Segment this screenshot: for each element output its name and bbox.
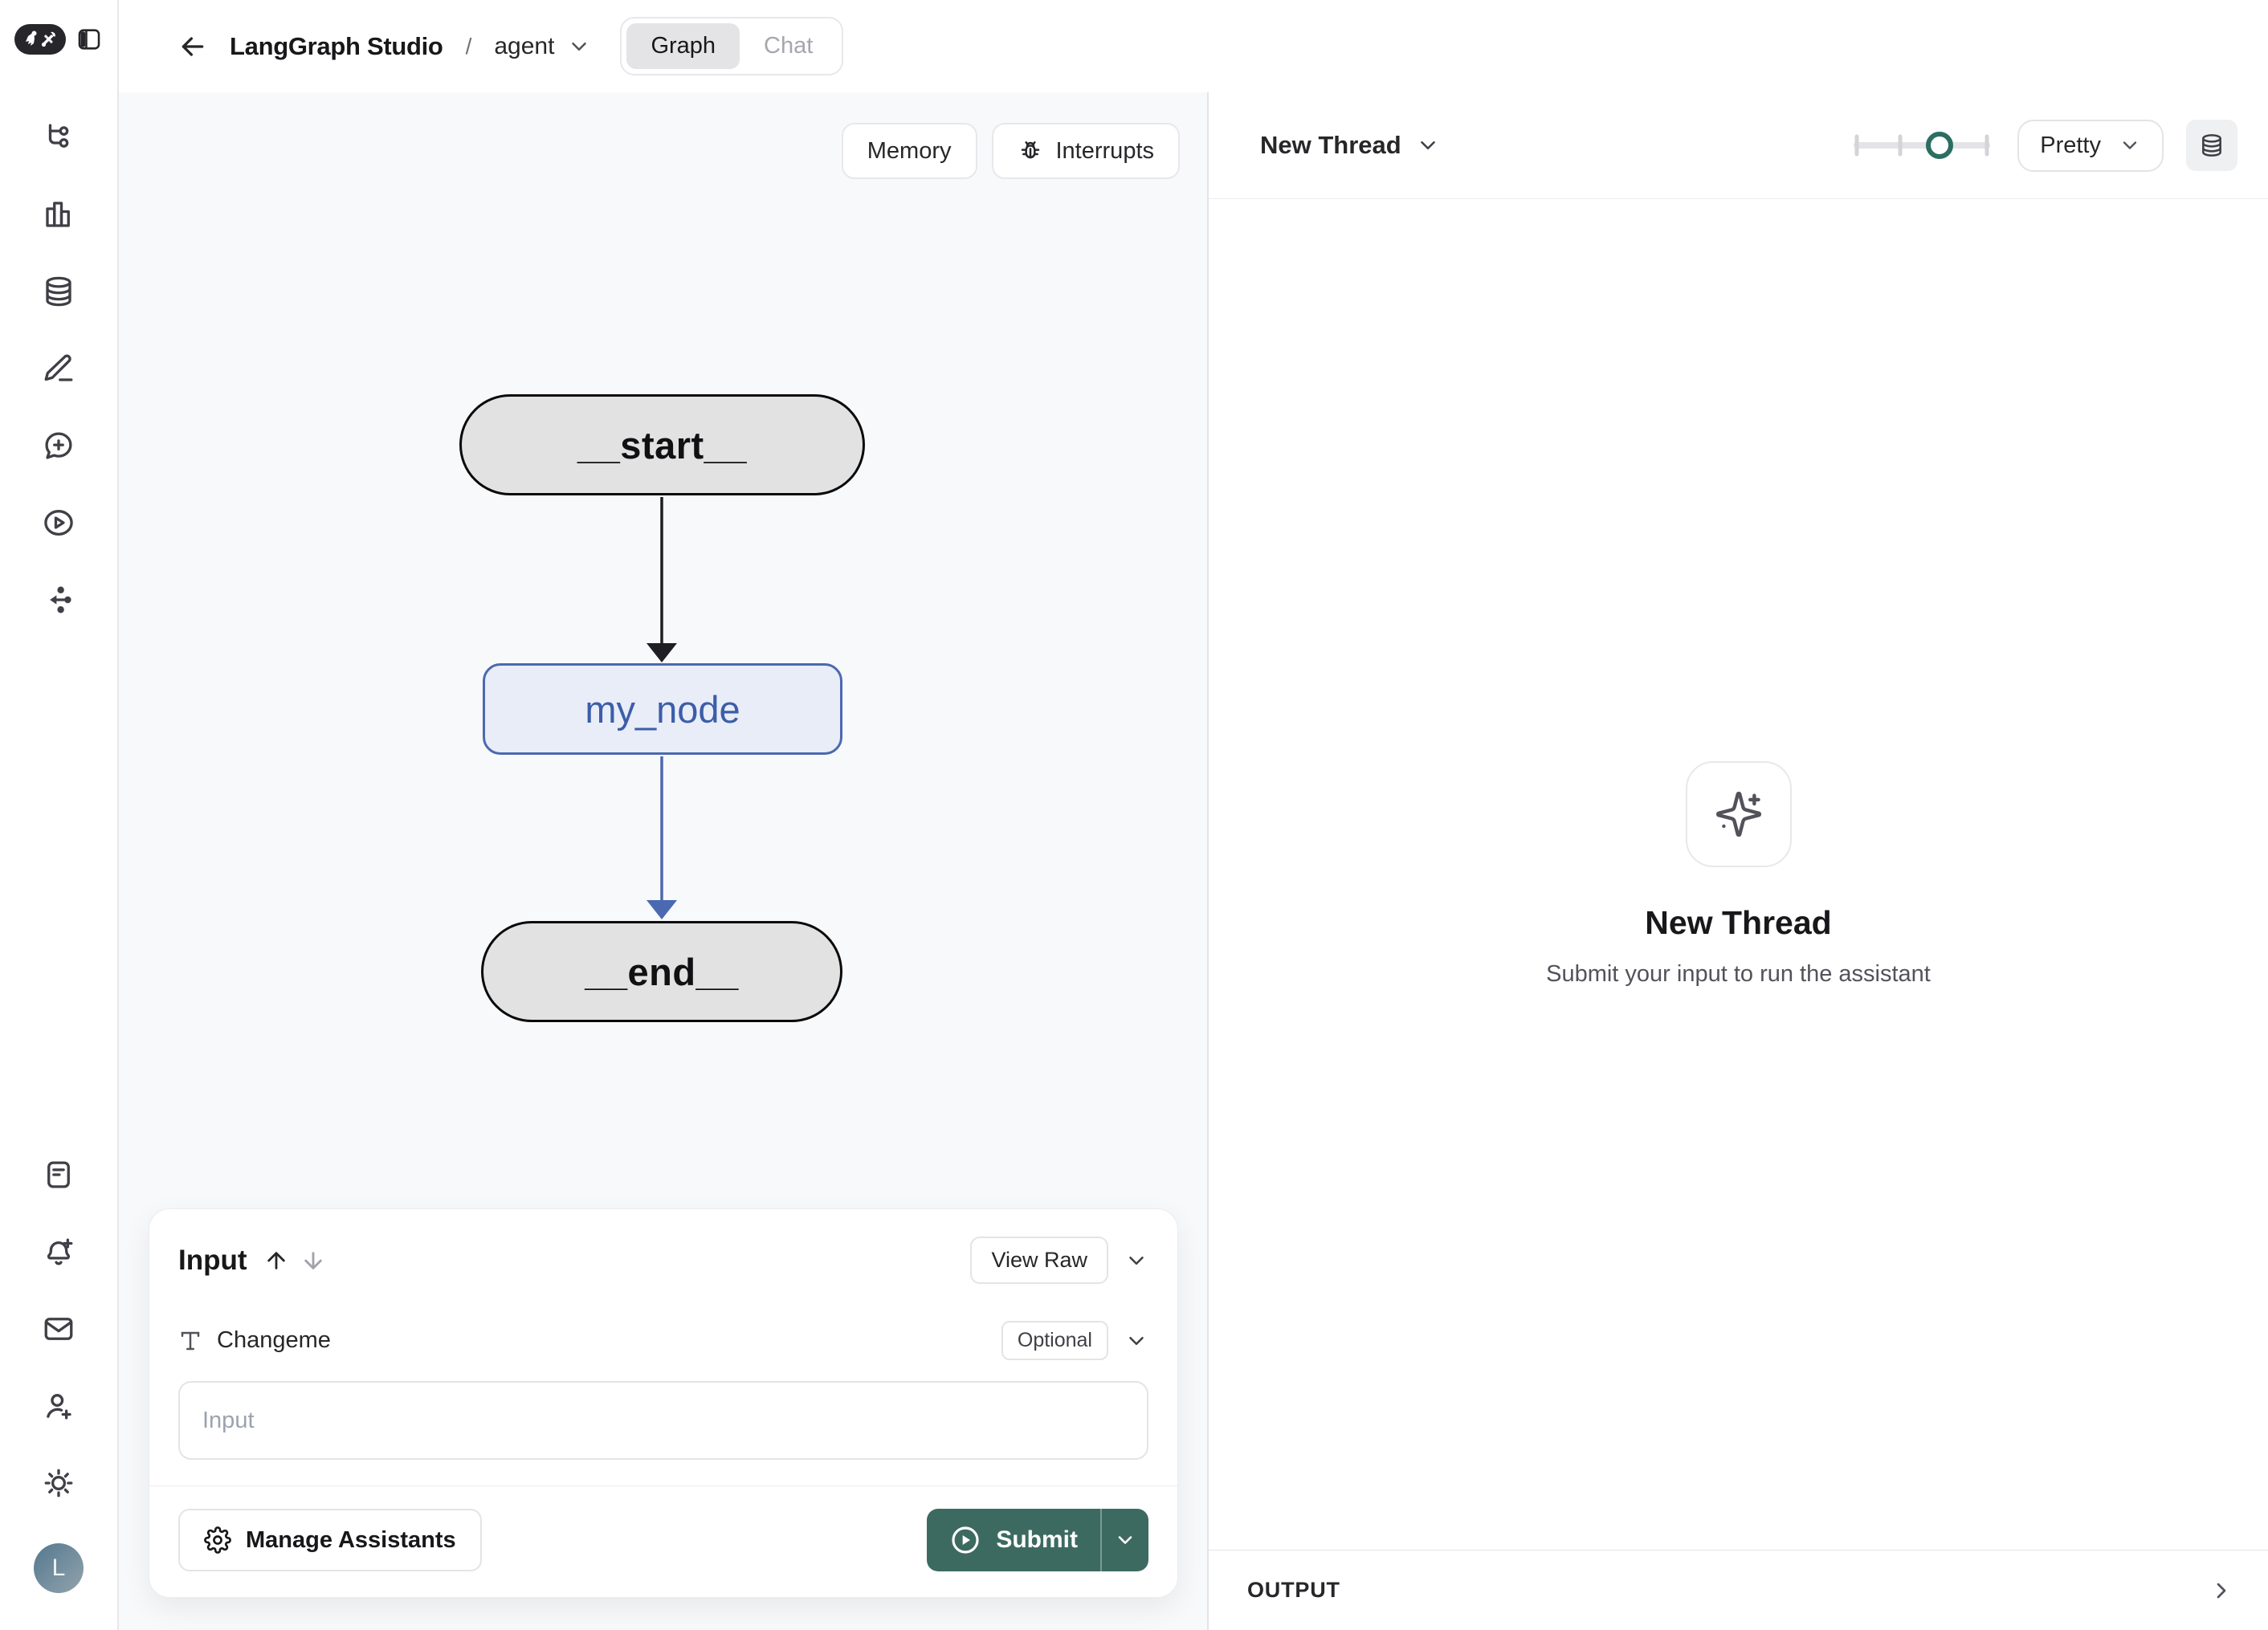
submit-button[interactable]: Submit [927, 1509, 1100, 1571]
parrot-wrench-logo-icon [26, 31, 55, 47]
optional-badge: Optional [1001, 1321, 1108, 1360]
input-panel-title: Input [178, 1244, 247, 1276]
message-plus-icon[interactable] [42, 429, 75, 463]
empty-state-title: New Thread [1645, 904, 1832, 941]
submit-label: Submit [996, 1526, 1078, 1553]
node-my-node-label: my_node [585, 687, 740, 731]
sidebar-nav-bottom: L [34, 1158, 84, 1593]
content: Memory Interrupts [119, 92, 2268, 1630]
field-label: Changeme [217, 1327, 331, 1353]
collapse-field-chevron[interactable] [1124, 1329, 1148, 1353]
workflow-icon[interactable] [42, 120, 75, 154]
view-raw-button[interactable]: View Raw [970, 1237, 1108, 1284]
node-start-label: __start__ [577, 423, 747, 467]
sidebar-top [14, 24, 103, 55]
route-icon[interactable] [42, 583, 75, 617]
tab-graph[interactable]: Graph [626, 23, 740, 69]
slider-handle[interactable] [1926, 132, 1954, 159]
topbar: LangGraph Studio / agent Graph Chat [119, 0, 2268, 92]
thread-header: New Thread [1209, 92, 2268, 199]
notebook-icon[interactable] [42, 1158, 75, 1192]
collapse-input-chevron[interactable] [1124, 1249, 1148, 1273]
sidebar: L [0, 0, 119, 1630]
bar-chart-icon[interactable] [42, 198, 75, 231]
chevron-down-icon [1118, 1536, 1132, 1544]
chevron-down-icon [572, 42, 587, 51]
play-circle-icon [952, 1526, 979, 1554]
move-down-icon[interactable] [300, 1248, 326, 1273]
avatar-initial: L [51, 1555, 66, 1581]
input-card-footer: Manage Assistants Submit [149, 1485, 1177, 1597]
submit-divider [1100, 1509, 1102, 1571]
chevron-down-icon [1129, 1256, 1144, 1265]
interrupts-button[interactable]: Interrupts [991, 123, 1180, 179]
interrupts-button-label: Interrupts [1055, 137, 1155, 164]
gear-icon [204, 1526, 231, 1554]
pencil-icon[interactable] [42, 352, 75, 385]
output-section-toggle[interactable]: OUTPUT [1209, 1550, 2268, 1630]
app-title: LangGraph Studio [230, 31, 443, 60]
graph-canvas[interactable]: Memory Interrupts [119, 92, 1209, 1630]
database-icon [2202, 134, 2221, 157]
graph-selector-chevron[interactable] [567, 35, 591, 59]
move-up-icon[interactable] [263, 1248, 289, 1273]
graph-node-my-node[interactable]: my_node [483, 663, 842, 755]
type-icon [181, 1331, 200, 1350]
submit-options-chevron[interactable] [1102, 1509, 1148, 1571]
bell-plus-icon[interactable] [42, 1235, 75, 1269]
bug-icon [1021, 141, 1039, 159]
input-field-wrap [178, 1381, 1148, 1460]
langchain-logo[interactable] [14, 24, 66, 55]
main-area: LangGraph Studio / agent Graph Chat Memo… [119, 0, 2268, 1630]
user-plus-icon[interactable] [42, 1389, 75, 1423]
input-field[interactable] [178, 1381, 1148, 1460]
graph-edges [647, 497, 677, 919]
database-icon[interactable] [42, 275, 75, 308]
thread-empty-state: New Thread Submit your input to run the … [1209, 199, 2268, 1550]
play-circle-icon[interactable] [42, 506, 75, 540]
thread-title: New Thread [1260, 131, 1401, 159]
view-mode-tabs: Graph Chat [620, 17, 844, 75]
sidebar-nav-top [42, 120, 75, 617]
node-end-label: __end__ [585, 950, 739, 993]
breadcrumb-separator: / [465, 33, 472, 59]
manage-assistants-label: Manage Assistants [246, 1526, 456, 1553]
thread-selector-chevron[interactable] [1416, 133, 1440, 157]
state-view-button[interactable] [2186, 120, 2237, 171]
submit-split-button: Submit [927, 1509, 1148, 1571]
mail-icon[interactable] [42, 1312, 75, 1346]
chevron-down-icon [1129, 1336, 1144, 1345]
canvas-actions: Memory Interrupts [841, 123, 1180, 179]
graph-node-end[interactable]: __end__ [481, 921, 842, 1022]
tab-chat[interactable]: Chat [764, 33, 814, 59]
format-select-value: Pretty [2040, 132, 2101, 158]
density-slider[interactable] [1849, 125, 1995, 165]
graph-selector[interactable]: agent [494, 32, 555, 59]
input-card: Input View Raw [149, 1208, 1178, 1598]
memory-button-label: Memory [867, 137, 952, 164]
sun-icon[interactable] [42, 1466, 75, 1500]
toggle-sidebar-icon[interactable] [75, 26, 103, 53]
back-button[interactable] [177, 31, 209, 63]
user-avatar[interactable]: L [34, 1543, 84, 1593]
output-label: OUTPUT [1247, 1578, 1340, 1602]
chevron-right-icon [2217, 1583, 2226, 1598]
memory-button[interactable]: Memory [841, 123, 977, 179]
manage-assistants-button[interactable]: Manage Assistants [178, 1509, 482, 1571]
chevron-down-icon [1420, 141, 1435, 149]
empty-state-subtitle: Submit your input to run the assistant [1546, 961, 1931, 987]
chevron-down-icon [2123, 141, 2137, 149]
slider-track [1854, 132, 1991, 159]
input-card-header: Input View Raw [178, 1237, 1148, 1284]
thread-tools: Pretty [1849, 119, 2237, 172]
new-thread-icon-card [1685, 761, 1792, 867]
field-row: Changeme Optional [178, 1321, 1148, 1360]
arrow-left-icon [182, 36, 204, 56]
sparkles-icon [1715, 791, 1761, 837]
format-select[interactable]: Pretty [2017, 119, 2164, 172]
thread-panel: New Thread [1209, 92, 2268, 1630]
graph-node-start[interactable]: __start__ [459, 394, 865, 495]
